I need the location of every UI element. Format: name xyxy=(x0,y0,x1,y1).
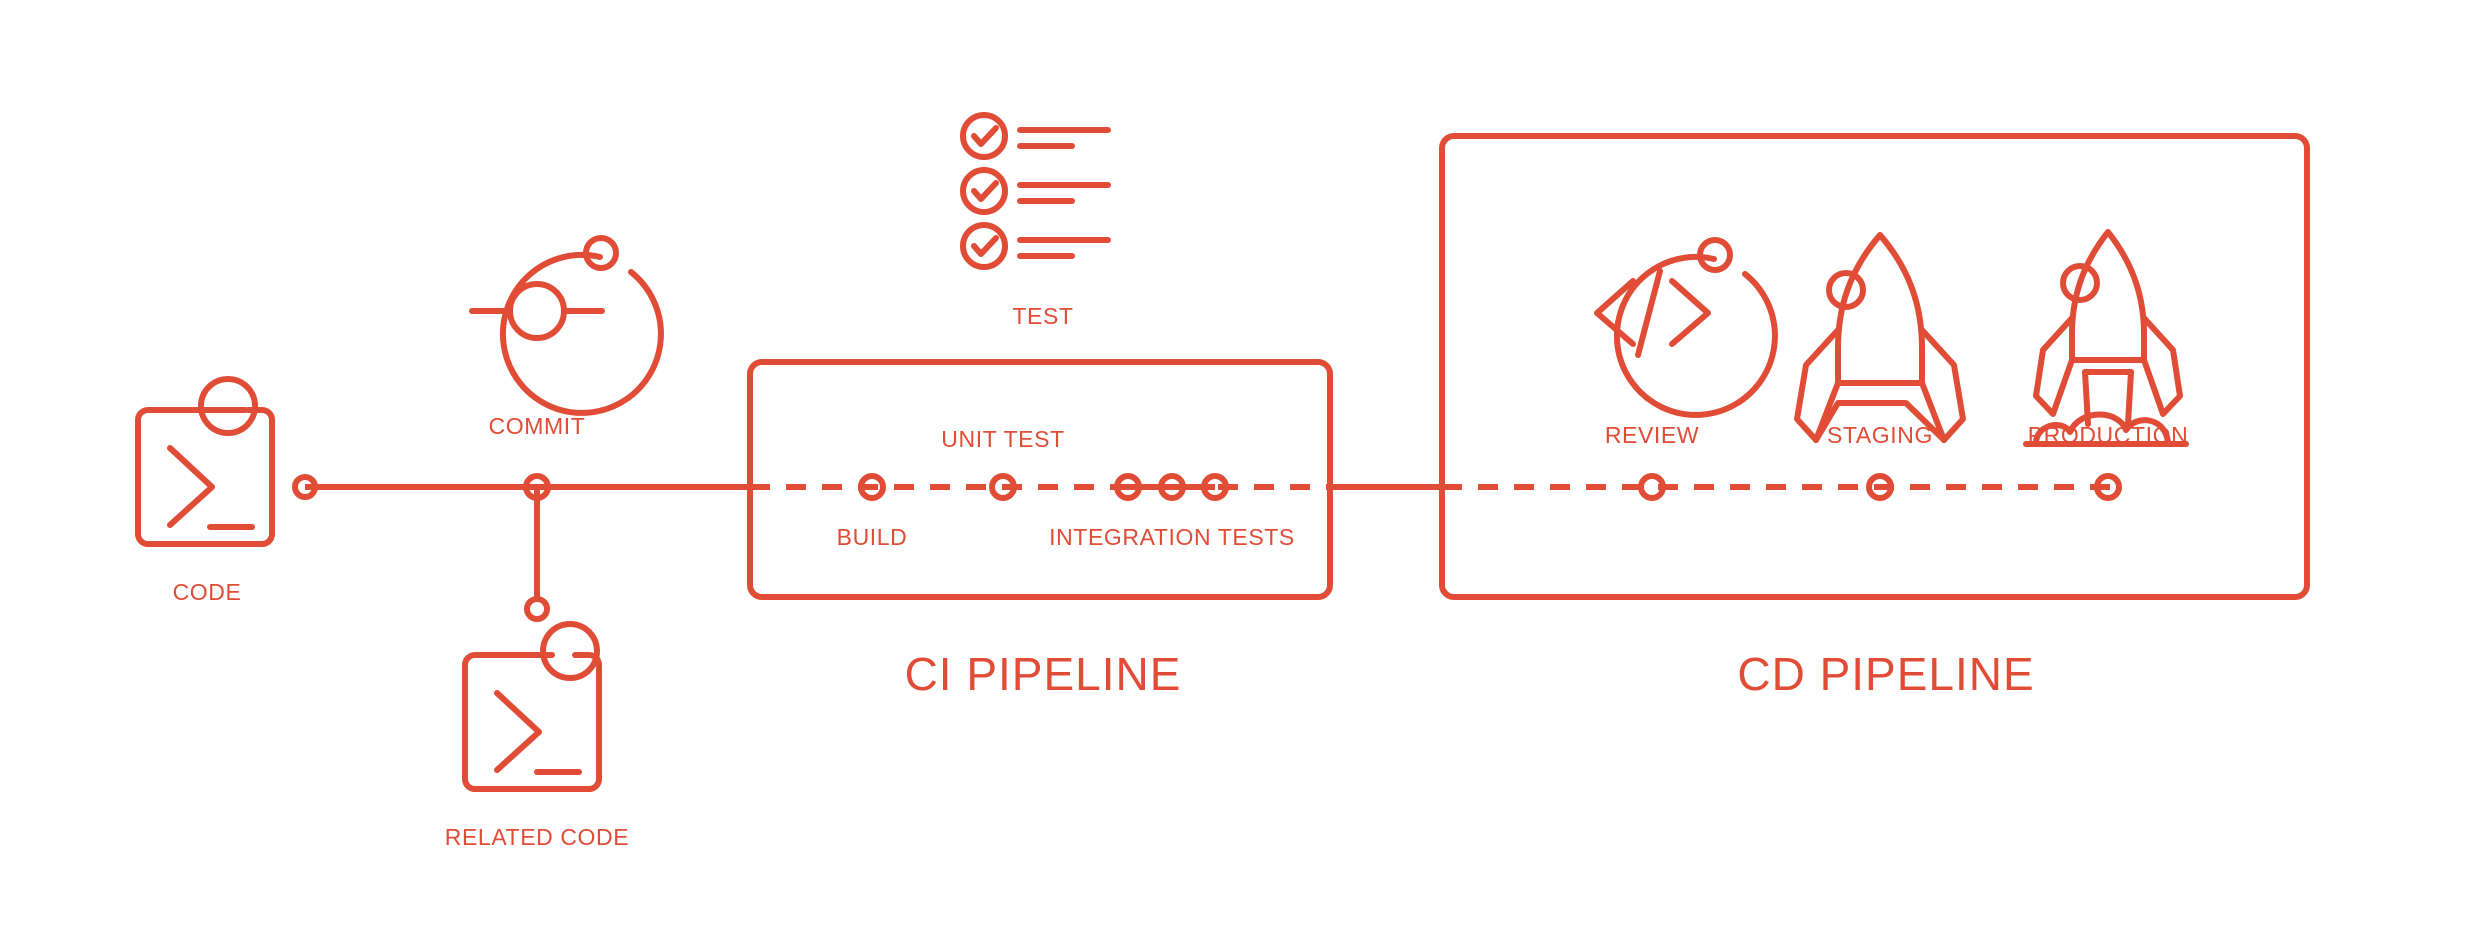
node-unit-test[interactable] xyxy=(989,473,1017,501)
label-commit: COMMIT xyxy=(489,413,586,439)
label-test: TEST xyxy=(1012,303,1073,329)
title-cd-pipeline: CD PIPELINE xyxy=(1737,648,2034,700)
node-integration-test-3[interactable] xyxy=(1201,473,1229,501)
label-review: REVIEW xyxy=(1605,422,1699,448)
label-integration-tests: INTEGRATION TESTS xyxy=(1049,524,1295,550)
label-unit-test: UNIT TEST xyxy=(941,426,1064,452)
terminal-code-icon-related[interactable] xyxy=(462,621,602,792)
ci-pipeline-box xyxy=(747,359,1333,600)
node-integration-test-2[interactable] xyxy=(1158,473,1186,501)
node-commit[interactable] xyxy=(523,473,551,501)
label-related-code: RELATED CODE xyxy=(445,824,629,850)
commit-orbit-icon[interactable] xyxy=(469,235,664,416)
cd-pipeline-box xyxy=(1439,133,2310,600)
node-build[interactable] xyxy=(858,473,886,501)
node-related-code[interactable] xyxy=(524,596,550,622)
code-review-icon[interactable] xyxy=(1594,237,1778,418)
rocket-launch-icon[interactable] xyxy=(2023,229,2189,447)
label-production: PRODUCTION xyxy=(2028,422,2189,448)
label-build: BUILD xyxy=(837,524,908,550)
label-staging: STAGING xyxy=(1827,422,1933,448)
label-code: CODE xyxy=(173,579,242,605)
node-staging[interactable] xyxy=(1866,473,1894,501)
checklist-icon[interactable] xyxy=(960,112,1111,270)
node-review[interactable] xyxy=(1638,473,1666,501)
rocket-icon[interactable] xyxy=(1794,232,1966,443)
node-code-start[interactable] xyxy=(292,474,318,500)
terminal-code-icon[interactable] xyxy=(135,376,275,547)
node-integration-test-1[interactable] xyxy=(1114,473,1142,501)
title-ci-pipeline: CI PIPELINE xyxy=(905,648,1182,700)
node-production[interactable] xyxy=(2094,473,2122,501)
